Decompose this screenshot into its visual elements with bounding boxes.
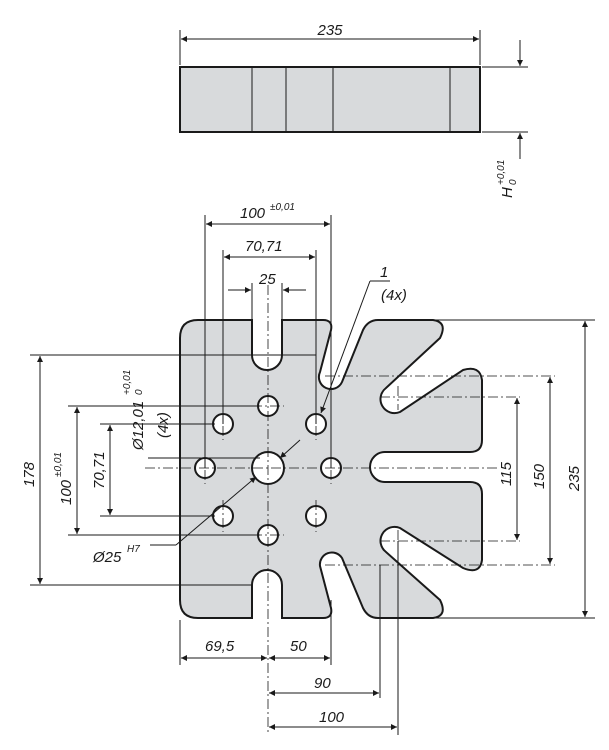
dim-slot-width: 25 (258, 271, 276, 288)
dim-pin-count: (4x) (155, 412, 172, 438)
callout-1: 1 (4x) (320, 264, 407, 414)
dim-left-spacing: 100 (58, 479, 75, 505)
right-dimensions: 115 150 235 (435, 319, 595, 619)
dim-height-label: H (499, 187, 516, 198)
dim-height: H +0,01 0 (496, 160, 519, 198)
dim-center-diameter: Ø25 (92, 549, 122, 566)
dim-outer-spacing: 100 (240, 205, 266, 222)
dim-bottom-slot-offset: 90 (314, 675, 331, 692)
dim-right-outer-spacing: 150 (531, 463, 548, 489)
dim-top-width: 235 (316, 22, 343, 39)
dim-left-spacing-tol: ±0,01 (53, 452, 64, 477)
callout-number: 1 (380, 264, 388, 281)
dim-bottom-total: 100 (319, 709, 345, 726)
dim-height-tol-upper: +0,01 (496, 160, 507, 185)
side-view-body (179, 66, 481, 133)
bottom-dimensions: 69,5 50 90 100 (179, 541, 399, 735)
leader-arrow (175, 476, 257, 546)
top-dimensions: 100 ±0,01 70,71 25 (204, 202, 332, 468)
dim-height-tol-lower: 0 (508, 179, 519, 185)
pin-count-label: (4x) (155, 412, 172, 438)
leader-arrow (279, 439, 301, 459)
dim-pin-tol-upper: +0,01 (122, 370, 133, 395)
dim-pin-tol-lower: 0 (134, 389, 145, 395)
leader-arrow (320, 280, 371, 414)
center-bore-callout: Ø25 H7 (92, 439, 301, 566)
dim-left-height: 178 (21, 461, 38, 487)
dim-bottom-left-offset: 69,5 (205, 638, 235, 655)
plan-view (145, 285, 555, 735)
dim-outer-spacing-tol: ±0,01 (270, 202, 295, 213)
dim-right-total: 235 (566, 465, 583, 492)
dim-right-slot-spacing: 115 (498, 461, 515, 486)
left-dimensions: 178 100 ±0,01 70,71 (21, 354, 260, 586)
dim-center-fit: H7 (127, 544, 140, 555)
dim-left-pin-spacing: 70,71 (91, 451, 108, 489)
dim-bottom-center-offset: 50 (290, 638, 307, 655)
dim-pin-diameter: Ø12,01 (130, 401, 147, 451)
pin-diameter-label: Ø12,01 +0,01 0 (122, 370, 147, 451)
dim-pin-spacing: 70,71 (245, 238, 283, 255)
side-view: 235 H +0,01 0 (179, 22, 528, 198)
callout-count: (4x) (381, 287, 407, 304)
